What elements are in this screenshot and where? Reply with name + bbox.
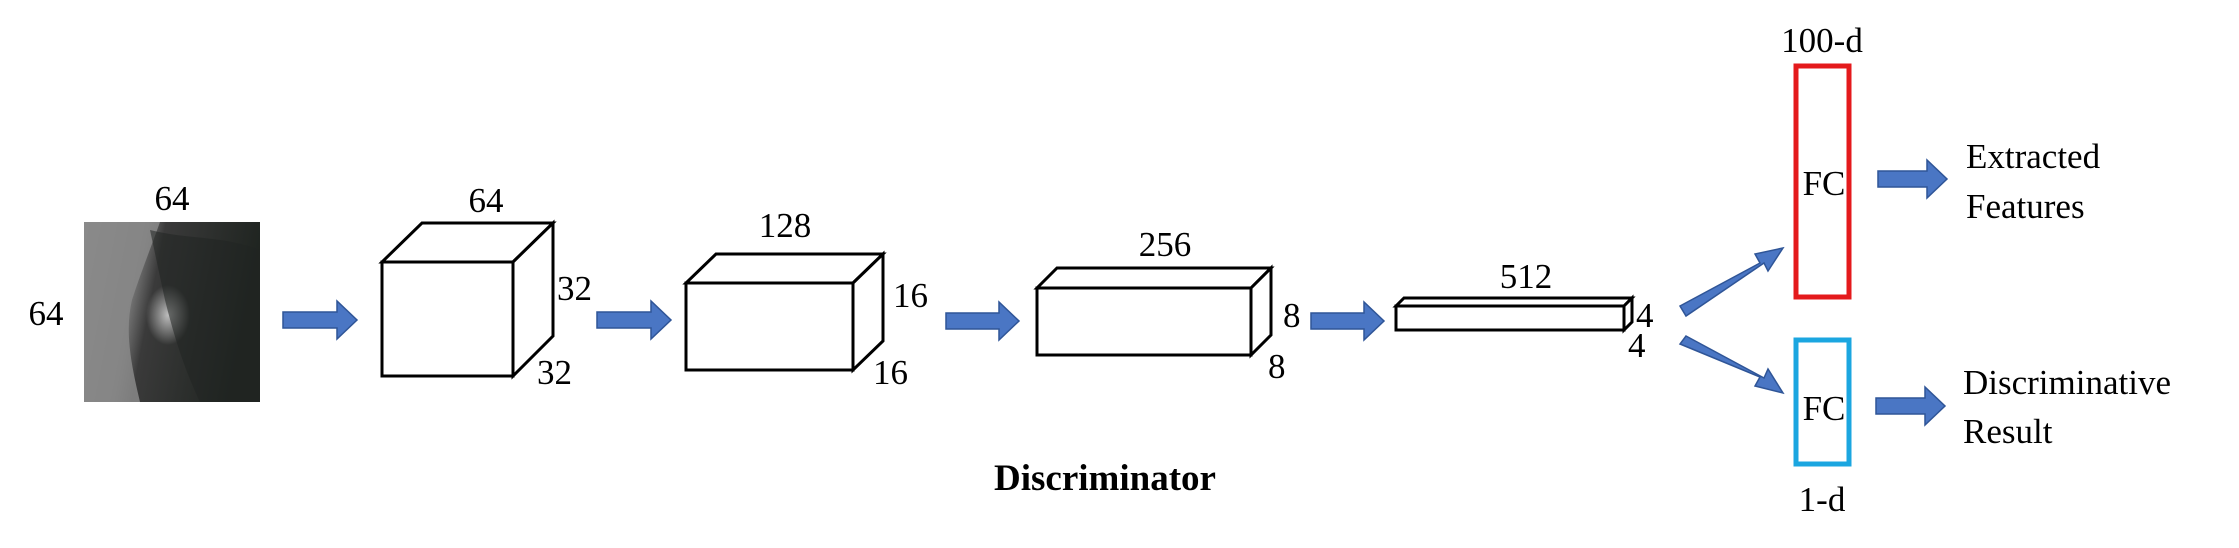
input-image xyxy=(84,222,260,402)
fc-features-output-line2: Features xyxy=(1966,187,2085,226)
conv-block-3-front xyxy=(1035,286,1253,357)
conv-block-1-front xyxy=(380,260,515,378)
flow-arrow-3 xyxy=(945,300,1021,342)
input-height-label: 64 xyxy=(29,294,64,333)
fc-features-dim-label: 100-d xyxy=(1781,21,1863,60)
conv-block-1-side-label: 32 xyxy=(557,269,592,308)
fc-result-box xyxy=(1793,337,1852,467)
flow-arrow-1 xyxy=(282,299,359,341)
input-image-group: 64 64 xyxy=(29,179,260,402)
fc-result-dim-label: 1-d xyxy=(1799,480,1846,519)
conv-block-1-top-label: 64 xyxy=(469,181,504,220)
conv-block-3-side-label: 8 xyxy=(1283,296,1301,335)
fc-features-label: FC xyxy=(1803,164,1846,203)
branch-arrow-down xyxy=(1678,335,1785,395)
conv-block-4-front xyxy=(1394,304,1626,332)
fc-features-output-line1: Extracted xyxy=(1966,137,2101,176)
conv-block-4-side-label: 4 xyxy=(1636,296,1654,335)
diagram-title: Discriminator xyxy=(994,458,1216,499)
conv-block-2-depth-label: 16 xyxy=(873,353,908,392)
conv-block-3: 256 8 8 xyxy=(1033,225,1301,386)
conv-block-4: 512 4 4 xyxy=(1392,257,1654,365)
conv-block-2: 128 16 16 xyxy=(682,206,928,392)
conv-block-3-top-label: 256 xyxy=(1139,225,1192,264)
conv-block-3-depth-label: 8 xyxy=(1268,347,1286,386)
fc-result-label: FC xyxy=(1803,389,1846,428)
conv-block-3-top xyxy=(1033,266,1275,290)
conv-block-2-side-label: 16 xyxy=(893,276,928,315)
fc-features-box xyxy=(1793,63,1852,300)
fc-result-output-line2: Result xyxy=(1963,412,2053,451)
conv-block-2-front xyxy=(684,281,855,372)
fc-features-group: 100-d FC Extracted Features xyxy=(1781,21,2101,300)
conv-block-2-top-label: 128 xyxy=(759,206,812,245)
input-width-label: 64 xyxy=(155,179,190,218)
flow-arrow-4 xyxy=(1310,300,1386,342)
fc-result-output-line1: Discriminative xyxy=(1963,363,2171,402)
features-output-arrow xyxy=(1877,158,1949,200)
fc-result-group: FC 1-d Discriminative Result xyxy=(1793,337,2171,519)
conv-block-1: 64 32 32 xyxy=(378,181,592,392)
conv-block-4-depth-label: 4 xyxy=(1628,326,1646,365)
conv-block-1-depth-label: 32 xyxy=(537,353,572,392)
branch-arrow-up xyxy=(1678,246,1785,318)
conv-block-2-top xyxy=(682,252,887,285)
conv-block-4-top-label: 512 xyxy=(1500,257,1553,296)
result-output-arrow xyxy=(1875,385,1947,427)
flow-arrow-2 xyxy=(596,299,673,341)
